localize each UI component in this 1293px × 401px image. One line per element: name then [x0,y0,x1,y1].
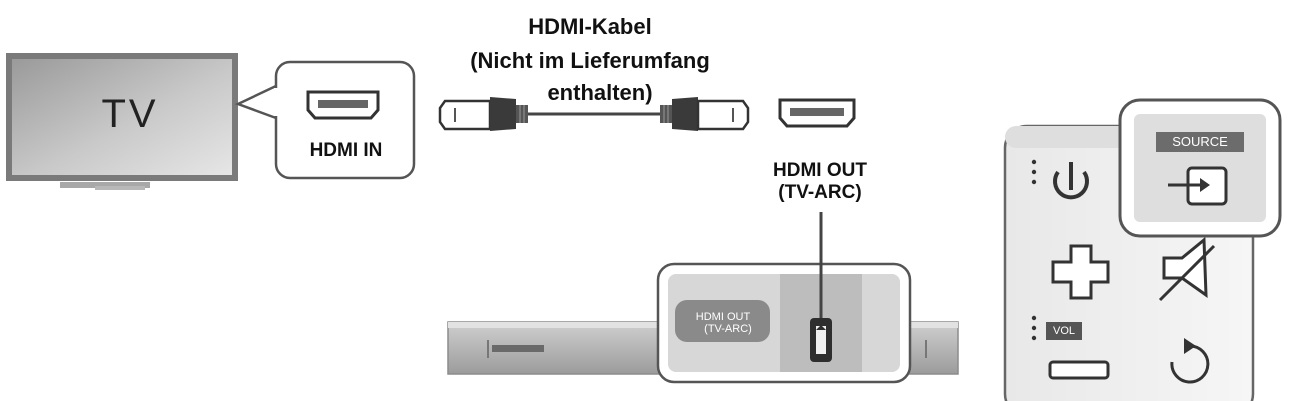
cable-title: HDMI-Kabel [528,14,652,39]
panel-hdmi-out-line2: (TV-ARC) [704,323,752,335]
tv-illustration [6,53,238,190]
hdmi-cable [438,97,750,131]
hdmi-in-label: HDMI IN [309,140,383,161]
panel-hdmi-out-line1: HDMI OUT [695,311,751,323]
hdmi-out-label: HDMI OUT [773,160,867,181]
cable-to-soundbar [810,212,832,362]
panel-hdmi-out-label: HDMI OUT (TV-ARC) [683,311,763,335]
cable-note-line2: enthalten) [547,80,653,105]
hdmi-out-sublabel: (TV-ARC) [778,182,862,203]
hdmi-out-port-icon [778,98,856,128]
vol-label: VOL [1052,325,1075,337]
hdmi-in-port-icon [306,90,380,120]
tv-label: TV [101,92,159,136]
cable-note-line1: (Nicht im Lieferumfang [470,48,710,73]
source-button-label: SOURCE [1172,134,1228,149]
remote-illustration [1003,98,1282,401]
